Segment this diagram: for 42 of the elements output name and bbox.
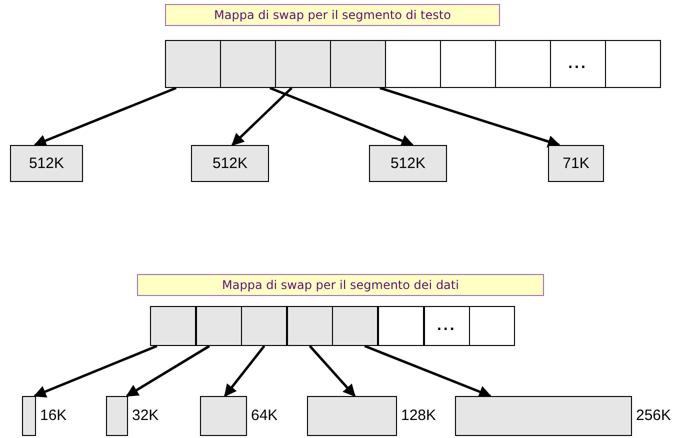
disk-block <box>307 396 397 436</box>
swap-map-slot <box>275 40 330 88</box>
swap-map-slot <box>469 306 516 346</box>
size-label: 32K <box>132 407 159 424</box>
arrow <box>33 344 158 398</box>
arrow <box>269 86 414 147</box>
disk-block: 71K <box>548 145 604 182</box>
disk-block <box>22 396 36 436</box>
swap-map-slot <box>220 40 276 88</box>
swap-map-slot <box>378 306 424 346</box>
ellipsis-slot: ... <box>550 40 606 88</box>
disk-block: 512K <box>10 145 83 182</box>
disk-block: 512K <box>191 145 269 182</box>
ellipsis-slot: ... <box>424 306 470 346</box>
map-title-banner: Mappa di swap per il segmento di testo <box>165 4 500 26</box>
swap-map-slot <box>241 306 288 346</box>
swap-map-slot <box>286 306 333 346</box>
size-label: 64K <box>251 407 278 424</box>
swap-map-slot <box>332 306 378 346</box>
size-label: 256K <box>636 407 672 424</box>
map-title-banner: Mappa di swap per il segmento dei dati <box>137 274 544 296</box>
arrow <box>380 86 560 148</box>
arrow <box>126 344 210 398</box>
swap-map-slot <box>385 40 440 88</box>
arrow <box>364 344 492 398</box>
arrow <box>231 87 293 146</box>
disk-block <box>200 396 247 436</box>
disk-block <box>106 396 128 436</box>
swap-map-slot <box>196 306 242 346</box>
size-label: 128K <box>401 407 436 424</box>
disk-block: 512K <box>369 145 447 182</box>
arrow <box>224 345 266 397</box>
swap-map-slot <box>495 40 550 88</box>
swap-map-slot <box>605 40 660 88</box>
arrow <box>308 345 356 397</box>
disk-block <box>455 396 632 436</box>
arrow <box>34 86 177 147</box>
swap-map-slot <box>330 40 386 88</box>
swap-map-slot <box>165 40 220 88</box>
swap-map-slot <box>150 306 196 346</box>
swap-map-slot <box>440 40 496 88</box>
size-label: 16K <box>40 407 67 424</box>
